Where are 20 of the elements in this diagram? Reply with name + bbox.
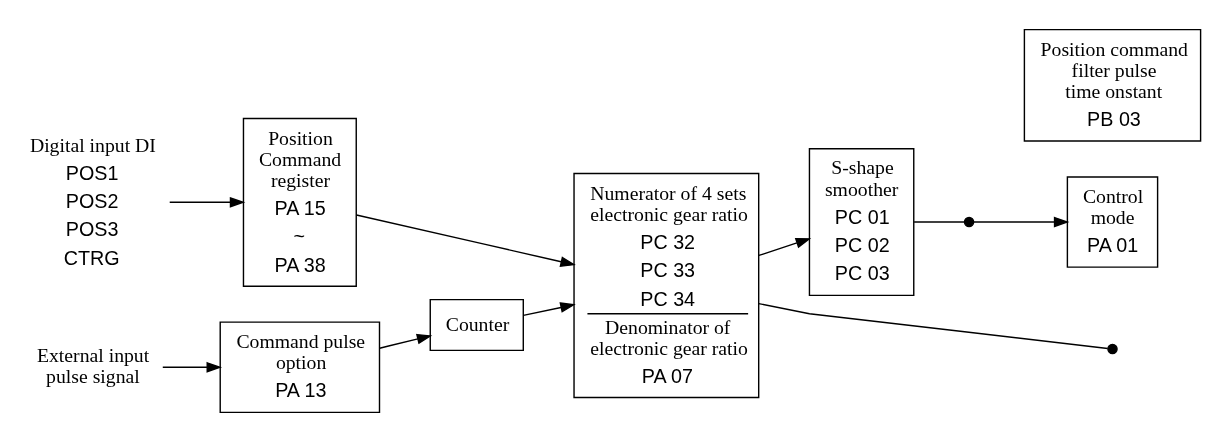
node-box: Command pulse option PA 13 (219, 321, 381, 414)
node-circle (1107, 343, 1118, 355)
node-box: Position Command register PA 15 ~ PA 38 (242, 117, 357, 287)
node-text: Digital input DI POS1 POS2 POS3 CTRG (29, 133, 156, 269)
node-text: External input pulse signal (36, 343, 150, 388)
node-box: S-shape smoother PC 01 PC 02 PC 03 (808, 148, 915, 297)
arrow (758, 237, 812, 257)
node-circle (963, 216, 975, 228)
connector (758, 302, 1109, 350)
arrow (973, 216, 1070, 228)
arrow (378, 333, 433, 349)
connector (913, 221, 965, 223)
arrow (355, 214, 576, 267)
arrow (169, 196, 246, 208)
node-box: Control mode PA 01 (1066, 176, 1159, 268)
arrow (162, 361, 223, 373)
node-box: Position command filter pulse time onstant PB 03 (1023, 28, 1202, 142)
node-box: Counter (429, 298, 524, 352)
node-box: Numerator of 4 sets electronic gear ratio PC 32 PC 33 PC 34 Denominator of electronic gear ratio PA 07 (573, 172, 760, 399)
arrow (522, 302, 576, 317)
